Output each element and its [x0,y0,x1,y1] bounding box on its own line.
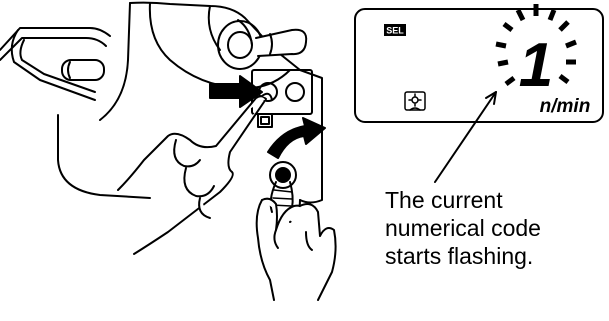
secondary-button [286,83,304,101]
caption-line-3: starts flashing. [385,242,607,270]
curved-arrow-icon [268,118,325,158]
gear-cycle-icon [405,92,425,110]
display-digit: 1 [519,31,553,100]
hand-icon [257,199,336,300]
caption-line-2: numerical code [385,214,607,242]
top-lever [218,20,306,69]
handle-bar [0,28,110,100]
caption: The current numerical code starts flashi… [385,186,607,270]
pointer-arrow [435,92,496,182]
caption-line-1: The current [385,186,607,214]
display-panel: SEL n/min 1 [355,4,603,122]
hand-icon [118,94,272,254]
mode-badge-text: SEL [386,26,404,36]
